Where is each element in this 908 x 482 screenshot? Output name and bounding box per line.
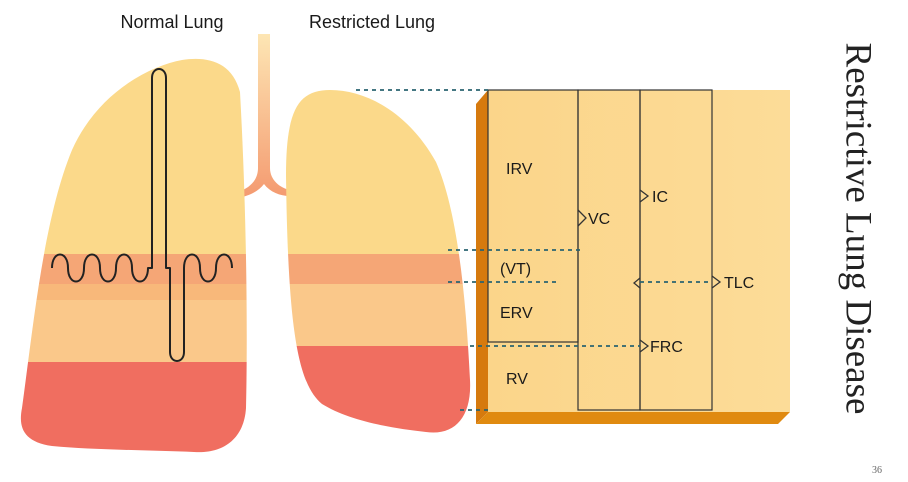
normal-lung-heading: Normal Lung <box>120 12 223 32</box>
tlc-bracket <box>639 89 713 411</box>
ic-label: IC <box>652 189 668 206</box>
vt-label: (VT) <box>500 261 531 278</box>
volume-box-side <box>476 90 488 424</box>
ic-notch <box>632 277 641 289</box>
normal-lung-tidal-band <box>20 254 247 284</box>
restricted-lung-heading: Restricted Lung <box>309 12 435 32</box>
lung-volume-chart: IRV (VT) ERV RV VC IC FRC TLC <box>356 89 790 424</box>
normal-lung-upper-zone <box>20 58 247 254</box>
rv-label: RV <box>506 371 528 388</box>
restricted-lung-upper-zone <box>286 90 471 254</box>
normal-lung-frc-zone <box>20 300 247 362</box>
erv-label: ERV <box>500 305 533 322</box>
volume-box-bottom <box>476 412 790 424</box>
normal-lung <box>20 58 247 453</box>
irv-label: IRV <box>506 161 533 178</box>
page-number: 36 <box>872 465 882 476</box>
spirometry-trace <box>51 68 233 362</box>
slide-title: Restrictive Lung Disease <box>837 42 879 414</box>
tlc-label: TLC <box>724 275 754 292</box>
frc-label: FRC <box>650 339 683 356</box>
side-title-container: Restrictive Lung Disease <box>818 8 898 448</box>
tlc-brace <box>711 275 722 289</box>
normal-lung-rv-zone <box>20 362 247 453</box>
restricted-lung-tidal-band <box>286 254 471 284</box>
frc-brace <box>639 339 650 353</box>
trachea <box>238 34 290 198</box>
restricted-lung-frc-zone <box>286 284 471 346</box>
restricted-lung-rv-zone <box>286 346 471 433</box>
restricted-lung <box>286 90 471 433</box>
vc-label: VC <box>588 211 610 228</box>
vc-brace <box>577 209 587 227</box>
ic-brace <box>639 189 650 203</box>
normal-lung-erv-zone <box>20 284 247 300</box>
volume-box-face <box>488 90 790 412</box>
